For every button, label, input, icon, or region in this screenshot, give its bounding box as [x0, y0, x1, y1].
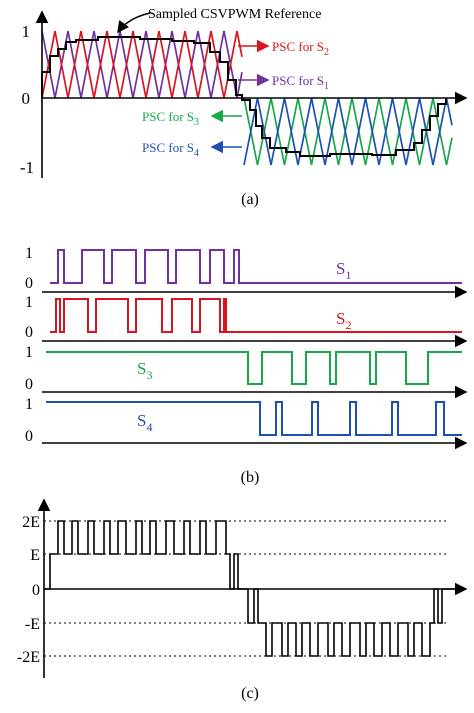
s4-high-label: 1 — [25, 396, 33, 413]
carrier-s3 — [243, 97, 453, 166]
panel-c: 2E E 0 -E -2E (c) — [17, 498, 468, 702]
signal-s4 — [46, 401, 462, 436]
signal-s1 — [50, 249, 462, 284]
s2-high-label: 1 — [25, 294, 33, 311]
panel-c-caption: (c) — [241, 685, 259, 702]
psc-s4-label: PSC for S4 — [142, 140, 199, 159]
reference-label-arrow — [117, 12, 151, 34]
s4-low-label: 0 — [25, 428, 33, 445]
carrier-s1 — [41, 30, 243, 99]
panel-a-caption: (a) — [241, 191, 259, 208]
output-voltage-waveform — [44, 520, 460, 657]
s1-low-label: 0 — [25, 275, 33, 292]
panel-a: 1 0 -1 Sampled CSVPWM Reference PSC for … — [20, 7, 468, 208]
s3-high-label: 1 — [25, 344, 33, 361]
s1-high-label: 1 — [25, 245, 33, 262]
level-label-negE: -E — [25, 616, 40, 633]
carrier-s4 — [243, 97, 453, 166]
panel-b: 1 0 S1 1 0 S2 1 0 S3 1 0 S4 (b) — [25, 245, 468, 486]
psc-s1-label: PSC for S1 — [272, 73, 329, 92]
reference-label: Sampled CSVPWM Reference — [148, 7, 321, 22]
level-label-0: 0 — [32, 582, 40, 599]
level-label-E: E — [30, 547, 40, 564]
level-label-neg2E: -2E — [17, 649, 40, 666]
s4-label: S4 — [137, 411, 152, 434]
level-label-2E: 2E — [22, 514, 40, 531]
psc-s2-label: PSC for S2 — [272, 39, 329, 58]
s3-label: S3 — [137, 359, 152, 382]
gate-signals — [46, 249, 462, 436]
s3-low-label: 0 — [25, 376, 33, 393]
s2-low-label: 0 — [25, 324, 33, 341]
s2-label: S2 — [336, 309, 351, 332]
s1-label: S1 — [336, 259, 351, 282]
signal-s3 — [46, 351, 462, 385]
sampled-reference-waveform — [41, 36, 447, 157]
panel-a-ytick-0: 0 — [22, 89, 31, 108]
panel-b-caption: (b) — [241, 469, 260, 486]
signal-s2 — [50, 298, 462, 333]
panel-a-ytick-neg1: -1 — [20, 158, 34, 177]
panel-a-ytick-1: 1 — [22, 22, 31, 41]
psc-s3-label: PSC for S3 — [142, 109, 199, 128]
